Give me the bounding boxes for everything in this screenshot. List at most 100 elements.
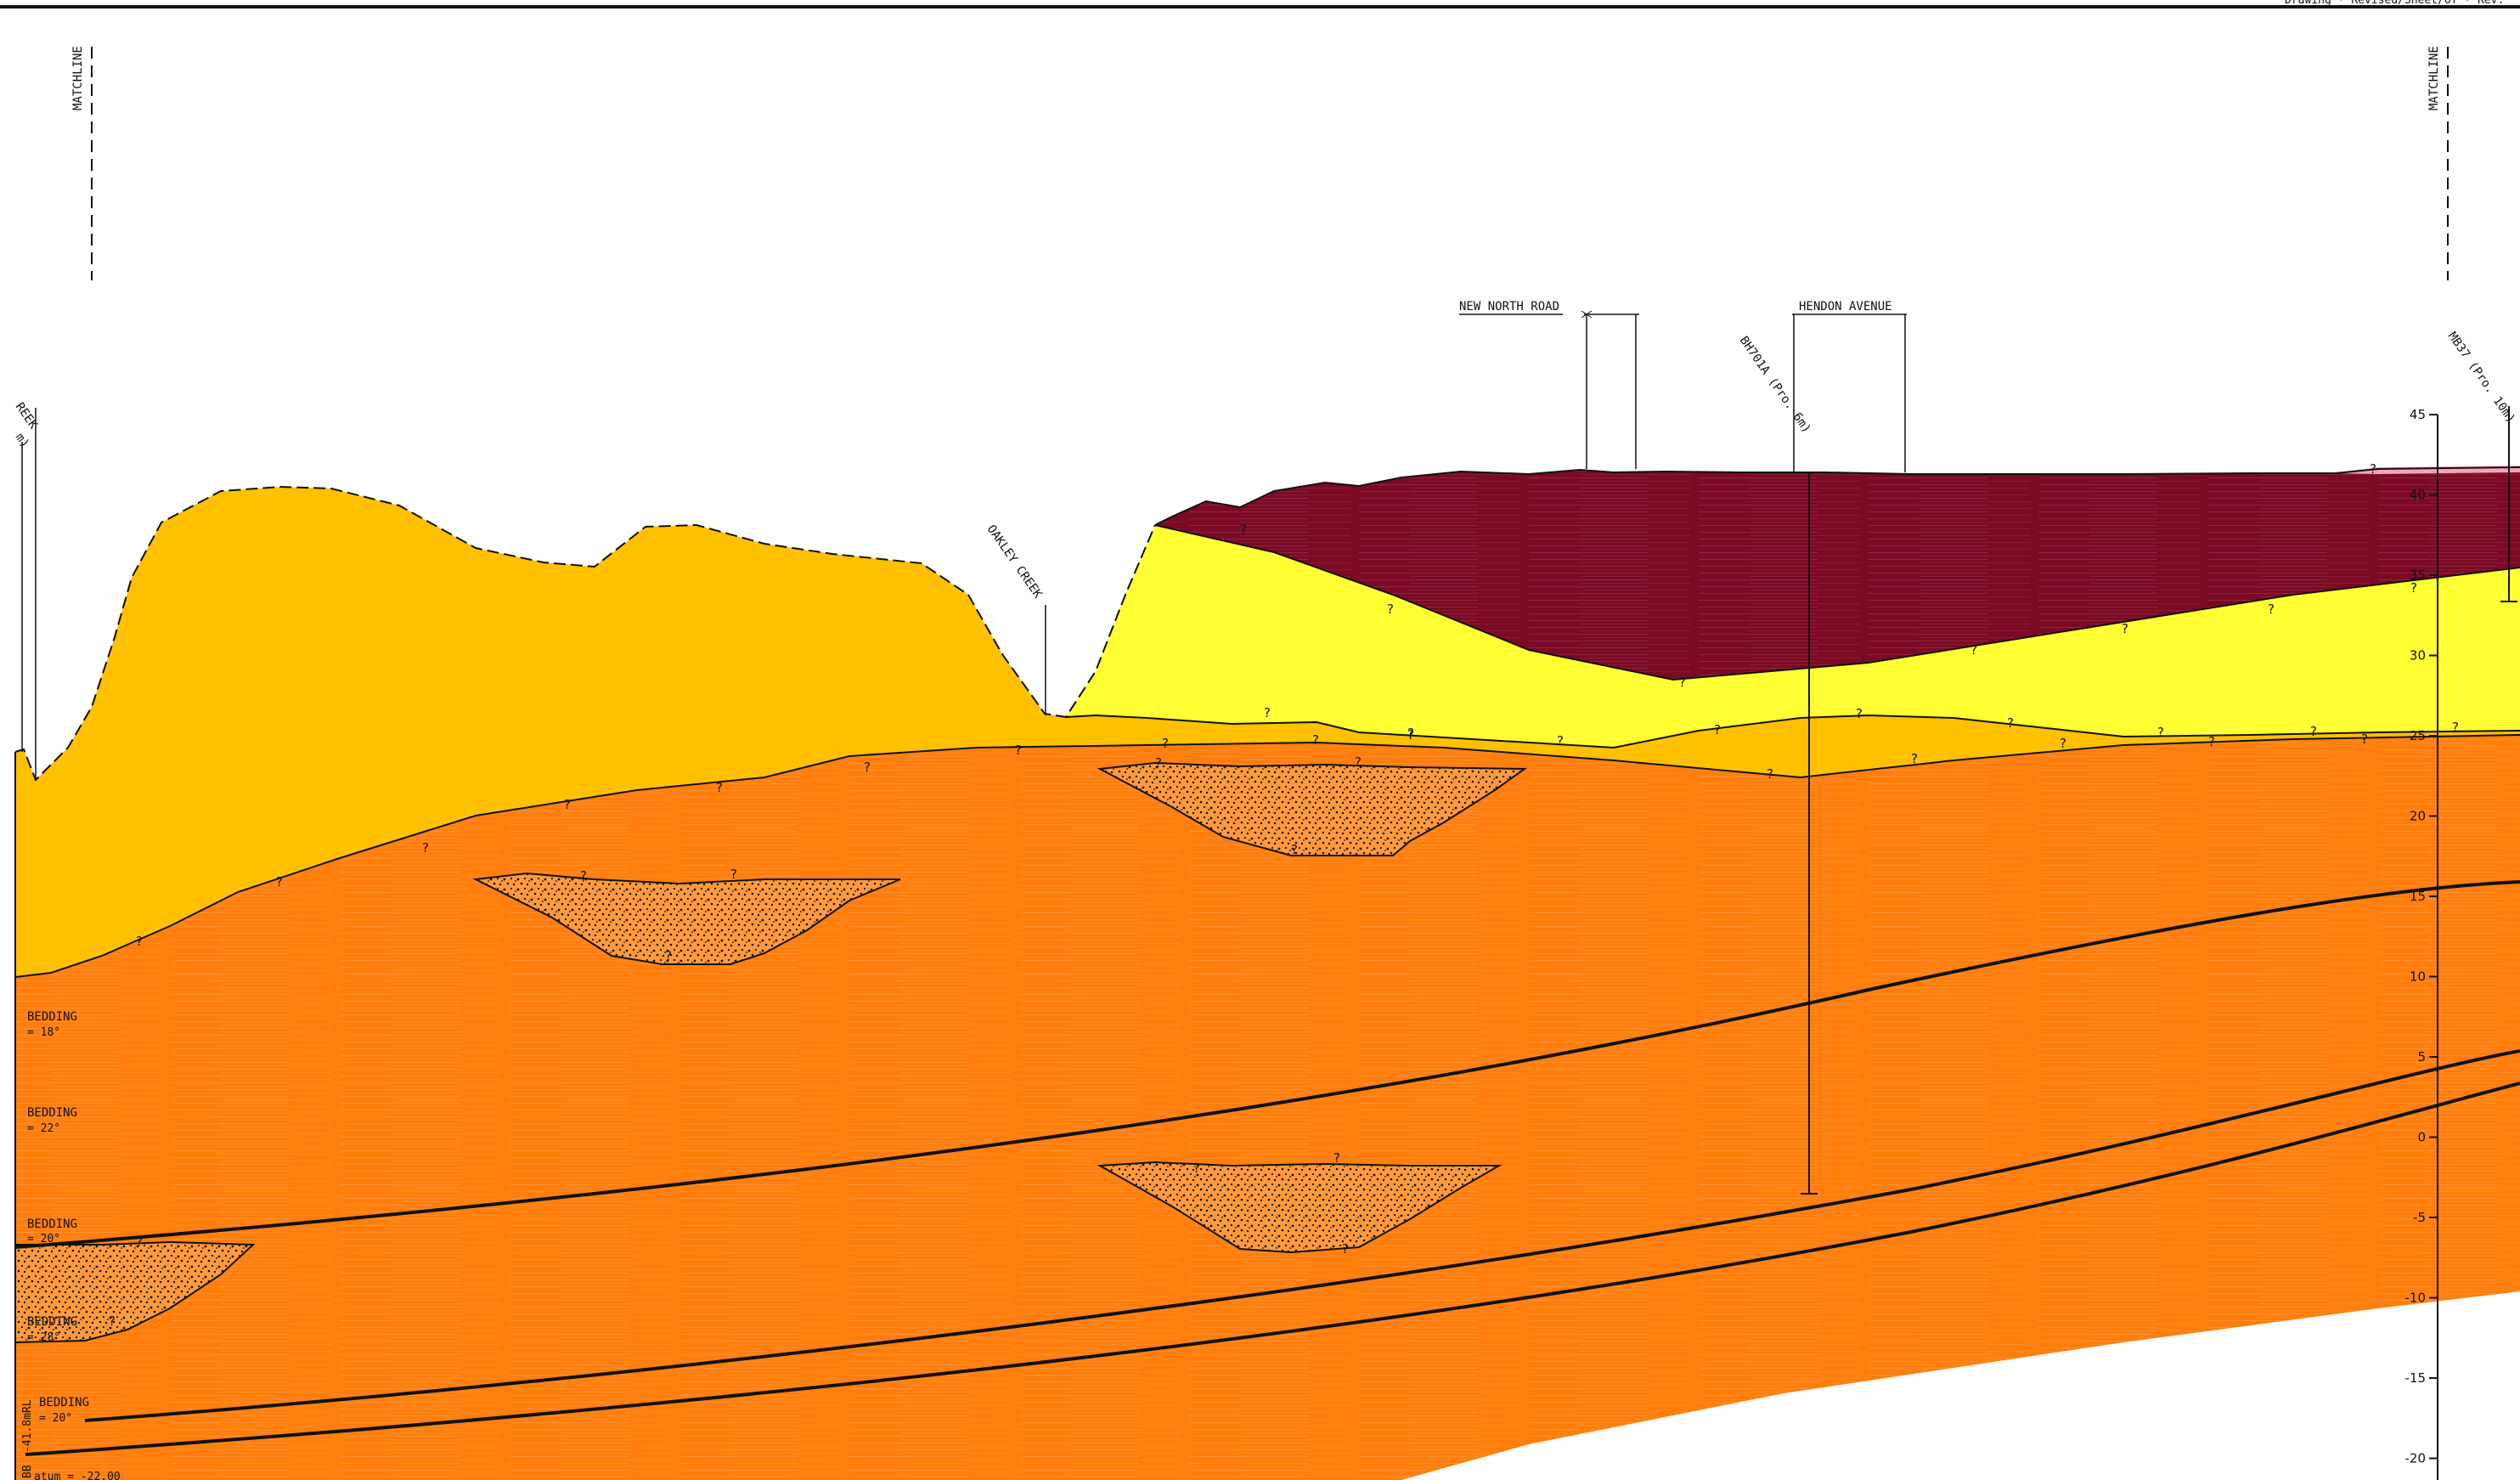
stipple-lens [14,1240,256,1344]
uncertain-contact-marker: ? [2208,734,2215,749]
header-caption: Drawing · Revised/Sheet/of · Rev. [2285,0,2504,7]
new-north-road-label: NEW NORTH ROAD [1459,300,1559,314]
left-matchline: MATCHLINE [71,46,93,280]
datum-annotation: atum = -22.00 [34,1471,121,1480]
uncertain-contact-marker: ? [730,867,737,882]
axis-tick-label: 30 [2410,648,2426,664]
axis-tick-label: -15 [2405,1370,2427,1386]
uncertain-contact-marker: ? [2268,602,2275,617]
bedding-dip-value: = 28° [27,1331,60,1344]
uncertain-contact-marker: ? [2060,736,2066,751]
amber-soil-unit [15,487,2520,977]
uncertain-contact-marker: ? [1162,736,1169,751]
uncertain-contact-marker: ? [580,868,587,884]
bedding-dip-value: = 18° [27,1026,60,1039]
left-matchline-label: MATCHLINE [71,46,85,110]
stipple-lens [1097,1161,1502,1254]
hendon-avenue-callout: HENDON AVENUE [1792,300,1907,472]
uncertain-contact-marker: ? [1714,722,1721,737]
uncertain-contact-marker: ? [1387,602,1394,617]
left-creek-offset: m) [13,431,32,450]
axis-tick-label: -20 [2405,1451,2427,1466]
uncertain-contact-marker: ? [109,1313,116,1329]
left-edge-annotations: -41.8mRL BB atum = -22.00 [14,752,121,1480]
yellow-soil-unit [1066,525,2520,748]
uncertain-contact-marker: ? [1911,751,1918,766]
bedding-plane [25,1082,2520,1456]
bedding-plane [14,880,2520,1249]
uncertain-contact-marker: ? [1407,726,1414,741]
right-matchline: MATCHLINE [2427,46,2449,280]
bedding-label: BEDDING [27,1106,77,1120]
axis-tick-label: 10 [2410,969,2426,985]
elevation-axis: 45 40 35 30 25 20 15 10 5 0 -5 -10 -15 -20 [2405,407,2438,1480]
bedding-label: BEDDING [27,1010,77,1024]
axis-tick-label: 45 [2410,407,2426,422]
uncertain-contact-marker: ? [864,760,871,775]
contact-burgundy-yellow [1154,524,2520,681]
uncertain-contact-marker: ? [2370,461,2376,477]
uncertain-contact-marker: ? [1333,1150,1340,1166]
uncertain-contact-marker: ? [136,1234,143,1250]
bedding-label: BEDDING [27,1217,77,1231]
burgundy-fill-texture [1155,467,2520,680]
rl-annotation: -41.8mRL [21,1399,34,1453]
bb-annotation: BB [21,1465,34,1478]
bedding-plane [84,1049,2520,1422]
uncertain-contact-marker: ? [1015,743,1022,758]
axis-tick-label: 35 [2410,568,2426,583]
uncertain-contact-marker: ? [2452,720,2459,735]
uncertain-contact-marker: ? [716,780,723,795]
uncertain-contact-marker: ? [2361,732,2368,747]
uncertain-contact-marker: ? [136,934,143,949]
hendon-avenue-label: HENDON AVENUE [1799,300,1892,314]
uncertain-contact-marker: ? [1342,1241,1349,1257]
uncertain-contact-marker: ? [1407,727,1414,743]
bedding-label: BEDDING [39,1396,89,1409]
axis-tick-label: -10 [2405,1291,2427,1306]
uncertain-contact-marker: ? [1291,842,1298,857]
uncertain-contact-marker: ? [1193,1161,1200,1176]
right-matchline-label: MATCHLINE [2427,46,2441,110]
uncertain-contact-marker: ? [2410,580,2417,596]
uncertain-contact-marker: ? [564,797,571,812]
uncertain-contact-marker: ? [2007,715,2014,731]
axis-tick-label: 40 [2410,488,2426,503]
uncertain-contact-marker: ? [1557,733,1564,748]
new-north-road-callout: NEW NORTH ROAD [1459,300,1639,469]
axis-tick-label: 5 [2417,1049,2426,1065]
uncertain-contact-marker: ? [2122,621,2128,636]
stipple-lens [472,872,901,965]
uncertain-contact-marker: ? [276,874,283,890]
uncertain-contact-marker: ? [2310,724,2317,739]
uncertain-contact-marker: ? [422,840,429,856]
bedding-dip-labels: BEDDING = 18° BEDDING = 22° BEDDING = 20… [27,1010,89,1425]
ground-surface-line [14,485,1156,782]
stipple-lens [1097,761,1528,856]
contact-yellow-amber [1065,714,2520,749]
uncertain-contact-marker: ? [1264,705,1271,720]
uncertain-contact-marker: ? [2157,725,2164,740]
axis-tick-label: 25 [2410,728,2426,743]
uncertain-contact-marker: ? [1312,732,1319,748]
uncertain-contact-marker: ? [665,948,672,963]
axis-tick-label: 20 [2410,809,2426,824]
bedding-label: BEDDING [27,1315,77,1329]
uncertain-contact-marker: ? [1970,642,1977,658]
uncertain-contact-marker: ? [1679,675,1686,690]
uncertain-contact-marker: ? [1767,766,1773,782]
axis-tick-label: -5 [2413,1210,2426,1225]
uncertain-contact-marker: ? [1155,755,1162,771]
uncertain-contact-marker: ? [1355,754,1361,770]
bedding-dip-value: = 20° [39,1412,72,1425]
bedding-dip-value: = 22° [27,1122,60,1135]
bedding-dip-value: = 20° [27,1233,60,1246]
ground-surface-line-east [1154,466,2520,526]
axis-tick-label: 0 [2417,1130,2426,1145]
uncertain-contact-markers: ????????????????????????????????????????… [109,461,2459,1329]
uncertain-contact-marker: ? [1856,706,1863,721]
axis-tick-label: 15 [2410,889,2426,904]
uncertain-contact-marker: ? [1240,522,1247,537]
contact-amber-orange [14,734,2520,978]
